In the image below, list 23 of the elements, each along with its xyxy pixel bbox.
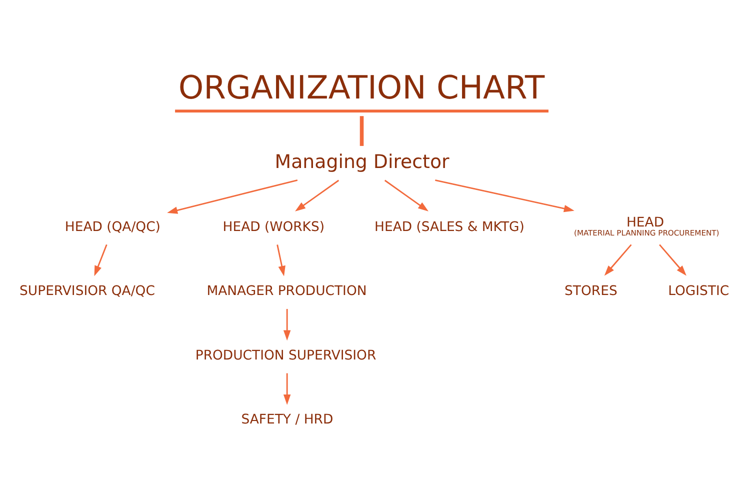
arrow — [283, 372, 291, 404]
node-text: Managing Director — [274, 150, 450, 172]
arrow — [94, 244, 108, 276]
arrow — [435, 178, 574, 212]
arrow — [604, 244, 632, 276]
node-text: ORGANIZATION CHART — [178, 68, 545, 106]
arrow — [276, 244, 286, 276]
arrow — [283, 308, 291, 340]
node-text: LOGISTIC — [668, 284, 730, 299]
node-text: HEAD (SALES & MKTG) — [374, 219, 524, 234]
arrow — [295, 179, 340, 211]
node-text: STORES — [564, 284, 618, 299]
node-text: HEAD (WORKS) — [222, 219, 325, 234]
node-text: MANAGER PRODUCTION — [206, 284, 367, 299]
arrow — [659, 244, 686, 276]
node-text: PRODUCTION SUPERVISIOR — [195, 348, 376, 363]
node-text: HEAD (QA/QC) — [64, 219, 160, 234]
connector — [360, 116, 364, 146]
arrow — [167, 178, 298, 214]
node-text: SUPERVISIOR QA/QC — [20, 284, 155, 299]
arrow — [384, 179, 428, 211]
node-text: HEAD (MATERIAL PLANNING PROCUREMENT) — [574, 215, 720, 237]
node-text: SAFETY / HRD — [241, 412, 334, 428]
